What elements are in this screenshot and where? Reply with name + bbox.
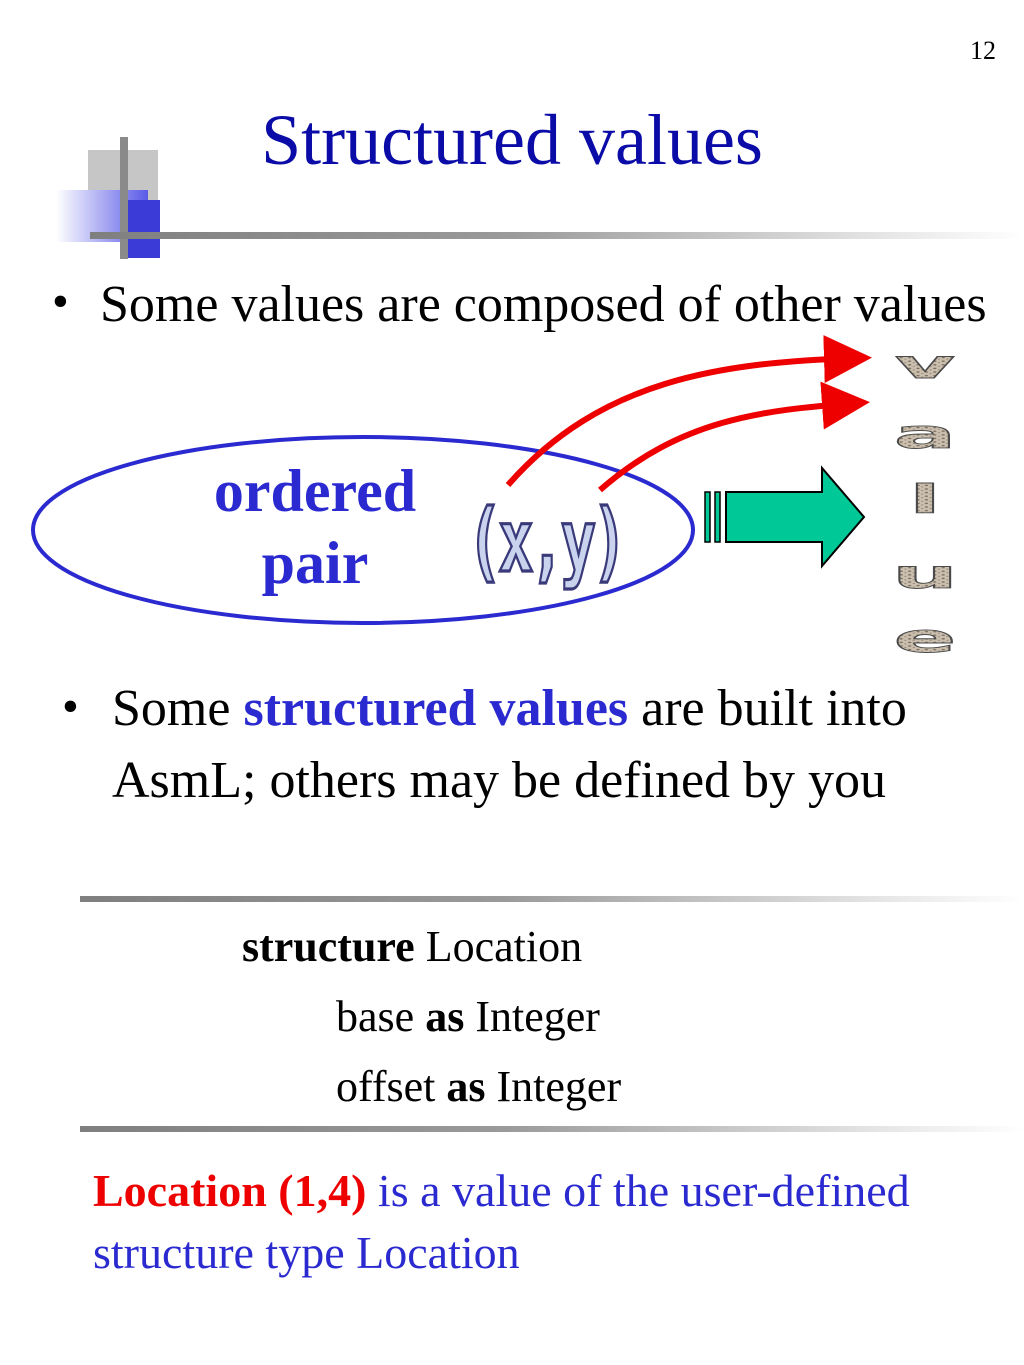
code-keyword: as	[446, 1062, 486, 1111]
bullet2-after: are built into AsmL; others may be defin…	[112, 680, 907, 809]
code-text: Integer	[464, 992, 600, 1041]
ellipse	[31, 435, 695, 625]
bullet-text-1: Some values are composed of other values	[100, 276, 987, 333]
bullet2-highlight: structured values	[243, 680, 629, 737]
code-line-2: base as Integer	[336, 995, 600, 1039]
code-text: offset	[336, 1062, 447, 1111]
value-vertical-word: v a l u e	[891, 341, 958, 663]
code-divider-top	[80, 896, 1024, 902]
ordered-pair-line-2: pair	[261, 530, 369, 596]
bullet-marker: •	[52, 275, 69, 328]
title-divider	[90, 232, 1024, 239]
code-divider-bottom	[80, 1126, 1024, 1132]
value-letter: a	[894, 411, 956, 457]
code-text: Location	[414, 922, 583, 971]
block-arrow	[704, 465, 866, 569]
footer-highlight: Location (1,4)	[93, 1165, 367, 1216]
code-text: Integer	[485, 1062, 622, 1111]
corner-decoration	[56, 137, 190, 259]
code-line-3: offset as Integer	[336, 1065, 621, 1109]
slide-number: 12	[970, 36, 996, 65]
code-line-1: structure Location	[242, 925, 582, 969]
value-letter: e	[894, 615, 957, 661]
value-letter: l	[909, 476, 941, 522]
tuple-text: (x,y)	[467, 492, 623, 592]
red-arrow-top	[505, 335, 872, 487]
code-text: base	[336, 992, 426, 1041]
bullet2-before: Some	[112, 680, 244, 737]
footer-text: is a value of the user-defined structure…	[93, 1165, 910, 1278]
red-arrow-bottom	[598, 381, 870, 493]
code-keyword: structure	[242, 922, 415, 971]
footer-note: Location (1,4) is a value of the user-de…	[93, 1160, 993, 1284]
code-keyword: as	[425, 992, 465, 1041]
ordered-pair-label: ordered pair	[190, 455, 440, 599]
bullet-text-2: Some structured values are built into As…	[112, 673, 992, 817]
slide-title: Structured values	[261, 100, 763, 180]
value-letter: u	[892, 551, 958, 597]
ordered-pair-line-1: ordered	[213, 458, 417, 524]
bullet-marker: •	[62, 680, 79, 733]
ordered-pair-diagram: (x,y) v a l u e	[31, 335, 959, 663]
value-letter: v	[895, 341, 955, 387]
